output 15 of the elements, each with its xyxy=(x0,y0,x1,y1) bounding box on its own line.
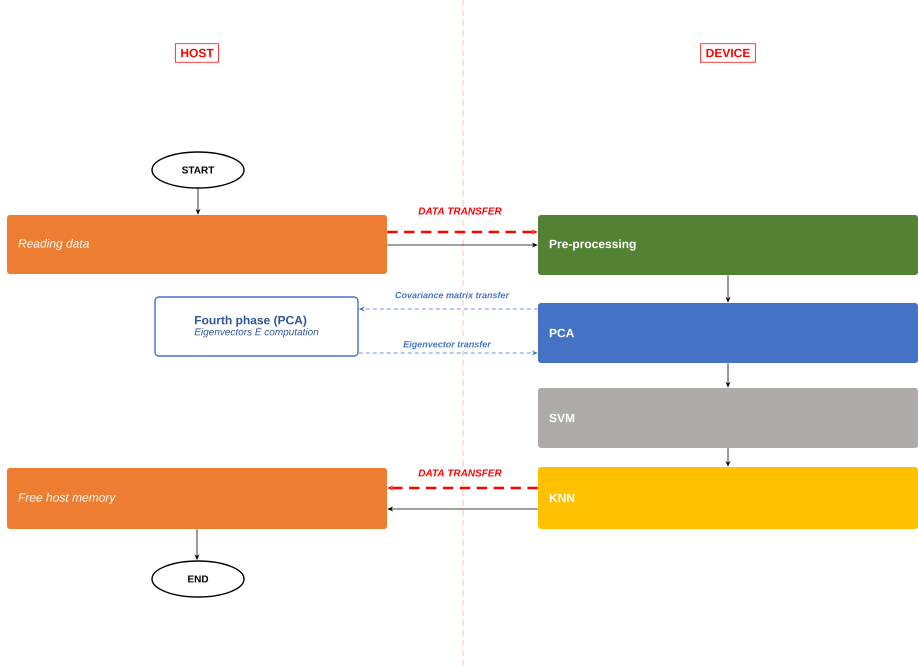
terminal-oval: END xyxy=(151,560,245,598)
edge-label: Eigenvector transfer xyxy=(402,340,492,350)
process-box: Free host memory xyxy=(7,468,387,529)
terminal-oval: START xyxy=(151,151,245,189)
process-box: PCA xyxy=(538,303,918,363)
process-box: KNN xyxy=(538,467,918,529)
process-box: Reading data xyxy=(7,215,387,274)
edge-label: Covariance matrix transfer xyxy=(394,290,510,300)
edge-label: DATA TRANSFER xyxy=(417,206,503,216)
edge-label: DATA TRANSFER xyxy=(417,468,503,478)
heading-box: HOST xyxy=(174,43,220,63)
process-box: Fourth phase (PCA) Eigenvectors E computation xyxy=(154,296,359,357)
heading-box: DEVICE xyxy=(700,43,756,63)
process-box: SVM xyxy=(538,388,918,448)
process-box: Pre-processing xyxy=(538,215,918,275)
